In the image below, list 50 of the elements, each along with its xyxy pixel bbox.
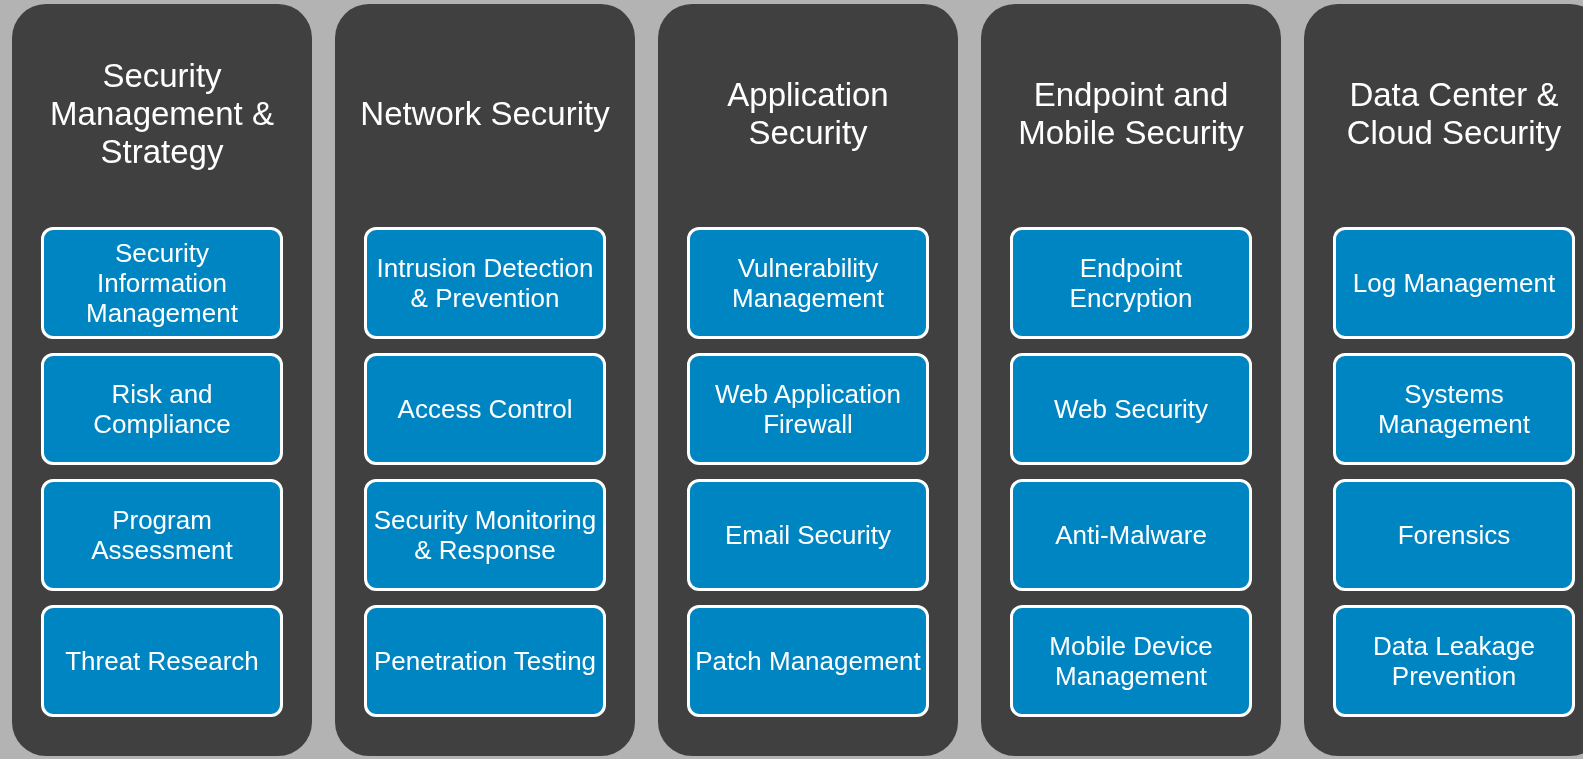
category-box — [687, 227, 929, 339]
category-box — [687, 479, 929, 591]
category-box — [364, 479, 606, 591]
category-box — [1010, 605, 1252, 717]
category-box — [41, 227, 283, 339]
box-label: Log Management — [1351, 268, 1557, 298]
column-heading: Security Management & Strategy — [49, 57, 275, 171]
category-box — [364, 353, 606, 465]
category-box — [41, 605, 283, 717]
category-box — [364, 605, 606, 717]
column-heading: Network Security — [359, 95, 611, 133]
box-label: Forensics — [1396, 520, 1512, 550]
box-label: Penetration Testing — [372, 646, 598, 676]
category-box — [1333, 479, 1575, 591]
box-label: Security Information Management — [85, 238, 239, 328]
category-column — [1304, 4, 1583, 756]
category-column — [981, 4, 1281, 756]
category-box — [41, 353, 283, 465]
box-label: Endpoint Encryption — [1068, 253, 1194, 313]
category-box — [1010, 353, 1252, 465]
column-heading: Data Center & Cloud Security — [1345, 76, 1563, 152]
category-column — [12, 4, 312, 756]
box-label: Mobile Device Management — [1048, 631, 1214, 691]
box-label: Patch Management — [694, 646, 922, 676]
box-label: Vulnerability Management — [731, 253, 885, 313]
box-label: Web Application Firewall — [714, 379, 902, 439]
category-box — [687, 605, 929, 717]
column-heading: Application Security — [726, 76, 890, 152]
box-label: Threat Research — [64, 646, 260, 676]
category-column — [335, 4, 635, 756]
category-box — [1010, 227, 1252, 339]
category-box — [1333, 605, 1575, 717]
category-box — [1010, 479, 1252, 591]
category-box — [364, 227, 606, 339]
box-label: Program Assessment — [90, 505, 234, 565]
box-label: Systems Management — [1377, 379, 1531, 439]
box-label: Web Security — [1052, 394, 1210, 424]
category-box — [1333, 227, 1575, 339]
box-label: Intrusion Detection & Prevention — [375, 253, 595, 313]
box-label: Anti-Malware — [1054, 520, 1208, 550]
box-label: Security Monitoring & Response — [372, 505, 598, 565]
box-label: Access Control — [396, 394, 574, 424]
category-box — [687, 353, 929, 465]
category-column — [658, 4, 958, 756]
box-label: Risk and Compliance — [92, 379, 232, 439]
column-heading: Endpoint and Mobile Security — [1017, 76, 1245, 152]
box-label: Email Security — [723, 520, 893, 550]
category-box — [41, 479, 283, 591]
box-label: Data Leakage Prevention — [1372, 631, 1536, 691]
category-box — [1333, 353, 1575, 465]
